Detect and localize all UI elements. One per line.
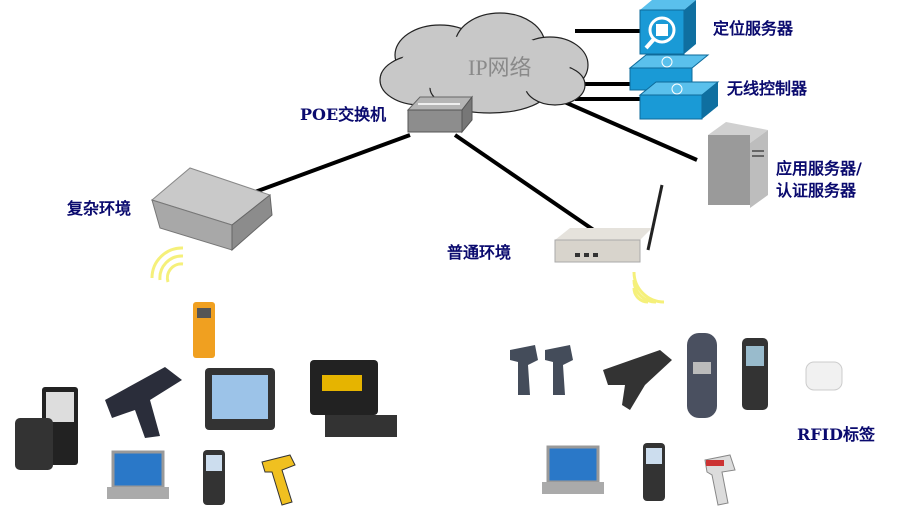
ip-cloud-icon <box>379 12 589 114</box>
location-server-icon <box>639 0 696 55</box>
wireless-signal-icon <box>150 246 184 283</box>
rfid-tag-icon <box>805 361 843 391</box>
link-switch-indoor-ap <box>453 133 600 235</box>
outdoor-env-label: 复杂环境 <box>67 199 132 218</box>
mobile-printer-icon <box>15 418 53 470</box>
location-server-label: 定位服务器 <box>713 19 794 38</box>
barcode-scanner-icon <box>704 454 736 506</box>
client-devices-right <box>510 333 843 506</box>
outdoor-ap-icon <box>150 167 273 252</box>
laptop-icon <box>111 450 165 489</box>
rugged-terminal-icon <box>603 350 672 410</box>
scanner-gun-icon <box>105 367 182 438</box>
scanner-pair-icon <box>510 345 538 395</box>
ip-network-label: IP网络 <box>468 55 532 80</box>
link-switch-outdoor-ap <box>254 133 411 194</box>
app-server-label: 应用服务器/ <box>776 159 862 178</box>
indoor-env-label: 普通环境 <box>447 243 512 262</box>
client-devices-left <box>15 302 397 506</box>
rfid-tag-label: RFID标签 <box>797 425 876 444</box>
poe-switch-label: POE交换机 <box>300 105 387 124</box>
indoor-ap-icon <box>554 184 664 263</box>
wireless-controller-icon <box>628 54 720 120</box>
wireless-controller-label: 无线控制器 <box>727 79 808 98</box>
auth-server-label: 认证服务器 <box>776 181 857 200</box>
wireless-signal-icon <box>632 271 665 304</box>
dect-phone-icon <box>687 333 717 418</box>
laptop-icon <box>546 445 600 484</box>
poe-switch-icon <box>406 95 474 134</box>
barcode-scanner-icon <box>261 454 296 506</box>
app-server-icon <box>708 122 768 208</box>
link-cloud-appserver <box>559 98 698 162</box>
